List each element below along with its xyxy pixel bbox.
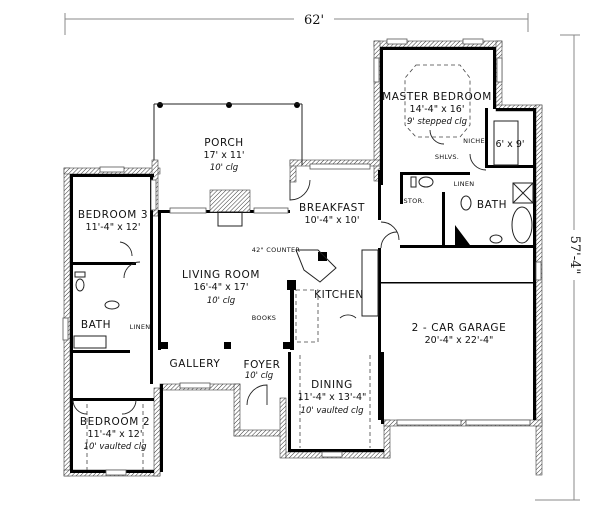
bedroom2-note: 10' vaulted clg — [84, 442, 148, 452]
doors — [72, 129, 487, 415]
bedroom2-name: BEDROOM 2 — [80, 416, 150, 428]
garage-name: 2 - CAR GARAGE — [412, 322, 507, 334]
columns — [157, 102, 327, 349]
porch-size: 17' x 11' — [203, 150, 244, 161]
master-closet-size: 6' x 9' — [496, 139, 525, 150]
master-bedroom-size: 14'-4" x 16' — [410, 104, 465, 115]
master-linen-label: LINEN — [454, 180, 475, 188]
porch-note: 10' clg — [210, 163, 239, 173]
foyer-note: 10' clg — [245, 371, 274, 381]
master-bath-name: BATH — [477, 199, 507, 211]
breakfast-name: BREAKFAST — [299, 202, 365, 214]
storage-label: STOR. — [403, 197, 424, 205]
porch-outline — [153, 103, 303, 227]
living-room-size: 16'-4" x 17' — [194, 282, 249, 293]
porch-name: PORCH — [204, 137, 244, 149]
counter-label: 42" COUNTER — [252, 246, 301, 254]
bedroom2-size: 11'-4" x 12' — [88, 429, 143, 440]
bedroom3-name: BEDROOM 3 — [78, 209, 148, 221]
garage-size: 20'-4" x 22'-4" — [425, 335, 494, 346]
bath-name: BATH — [81, 319, 111, 331]
windows — [62, 38, 542, 476]
dining-name: DINING — [311, 379, 353, 391]
dining-note: 10' vaulted clg — [301, 406, 365, 416]
master-bedroom-note: 9' stepped clg — [407, 117, 468, 127]
kitchen-name: KITCHEN — [314, 289, 364, 301]
depth-label: 57'-4" — [567, 236, 582, 275]
dining-size: 11'-4" x 13'-4" — [298, 392, 367, 403]
living-room-note: 10' clg — [207, 296, 236, 306]
linen-label: LINEN — [130, 323, 151, 331]
foyer-name: FOYER — [243, 359, 280, 371]
shelves-label: SHLVS. — [435, 153, 459, 161]
gallery-name: GALLERY — [170, 358, 221, 370]
width-label: 62' — [304, 13, 324, 28]
bedroom3-size: 11'-4" x 12' — [86, 222, 141, 233]
fixtures — [73, 64, 534, 470]
living-room-name: LIVING ROOM — [182, 269, 260, 281]
breakfast-size: 10'-4" x 10' — [305, 215, 360, 226]
width-dimension: 62' — [64, 10, 529, 35]
niche-label: NICHE — [463, 137, 485, 145]
books-label: BOOKS — [252, 314, 276, 322]
room-labels: MASTER BEDROOM 14'-4" x 16' 9' stepped c… — [78, 91, 525, 452]
master-bedroom-name: MASTER BEDROOM — [382, 91, 492, 103]
depth-dimension: 57'-4" — [535, 34, 584, 501]
